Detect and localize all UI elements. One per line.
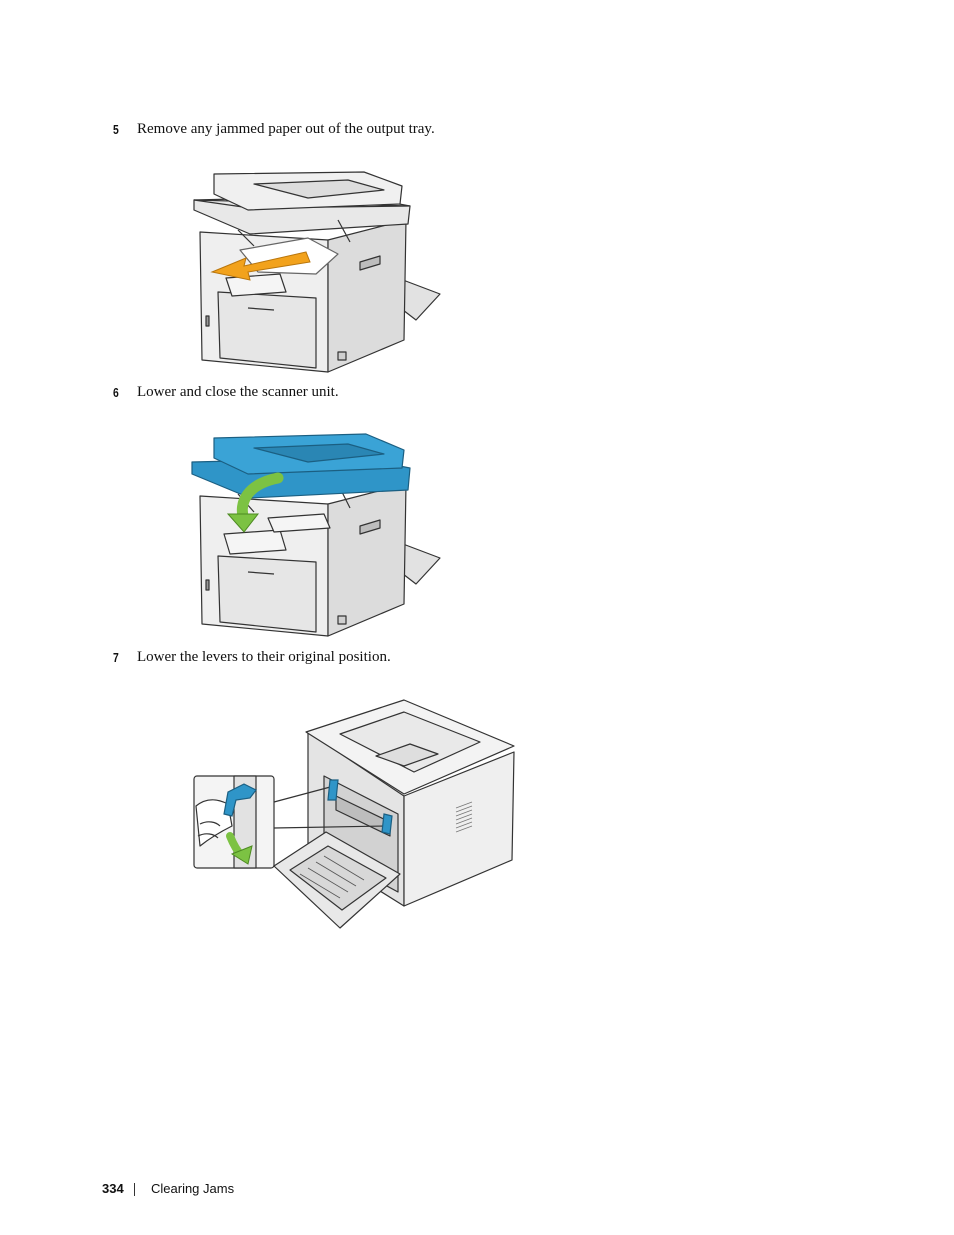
step-5-number: 5 bbox=[113, 122, 119, 137]
figure-remove-jammed-paper bbox=[193, 171, 441, 373]
step-7-text: Lower the levers to their original posit… bbox=[137, 649, 391, 665]
step-6-number: 6 bbox=[113, 385, 119, 400]
figure-close-scanner-unit bbox=[191, 433, 441, 637]
step-6-text: Lower and close the scanner unit. bbox=[137, 384, 339, 400]
step-7-number: 7 bbox=[113, 650, 119, 665]
page-number: 334 bbox=[102, 1181, 124, 1196]
footer-section-title: Clearing Jams bbox=[151, 1181, 235, 1196]
step-5-text: Remove any jammed paper out of the outpu… bbox=[137, 121, 435, 137]
footer-divider bbox=[134, 1183, 135, 1196]
figure-lower-levers bbox=[193, 699, 515, 929]
